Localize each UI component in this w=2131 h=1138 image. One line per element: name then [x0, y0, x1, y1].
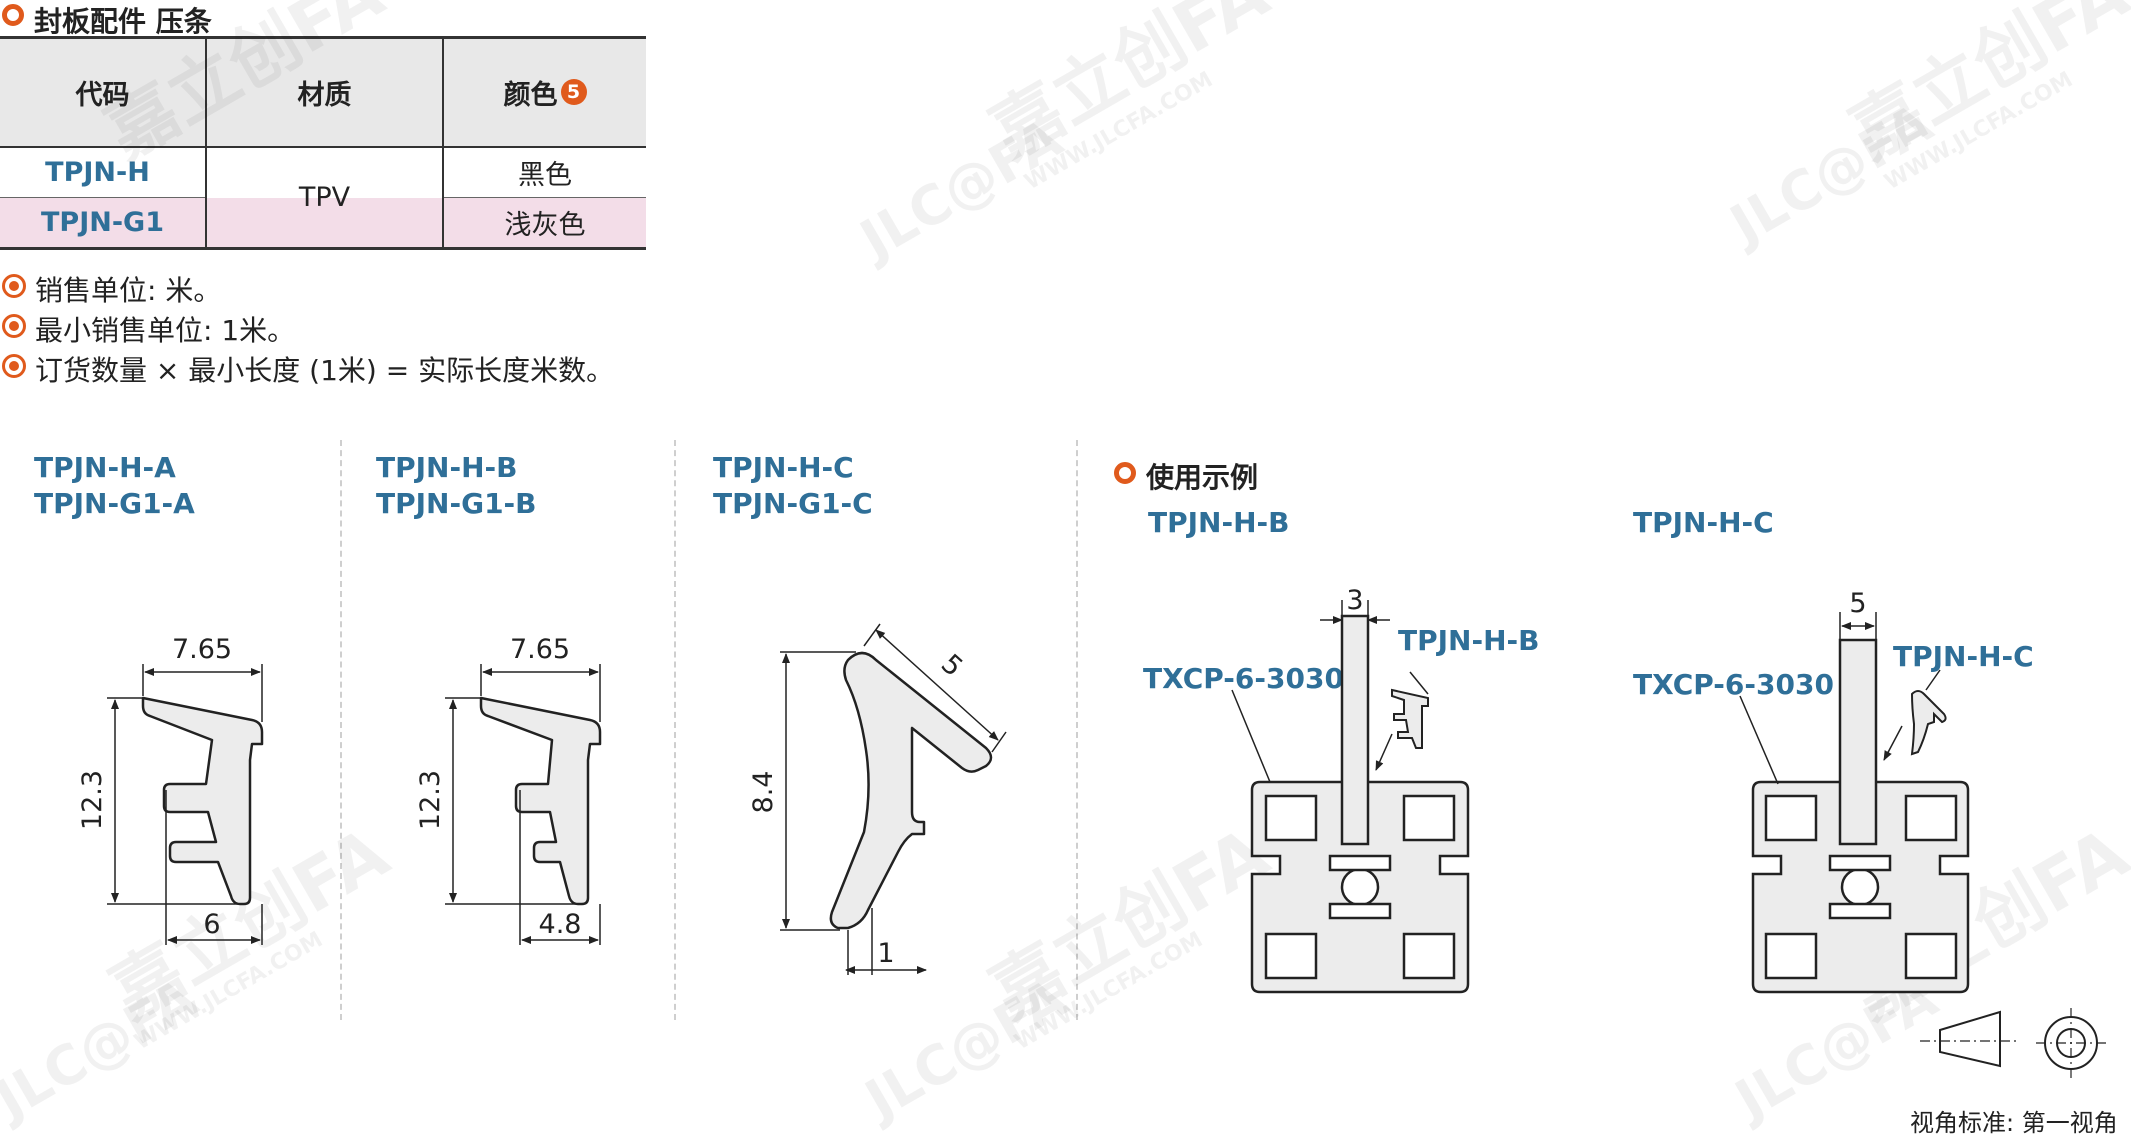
- dim-panel-width: 3: [1346, 585, 1363, 616]
- dim-edge: 5: [935, 648, 969, 683]
- watermark-text: 嘉立创FA: [1838, 0, 2131, 175]
- dim-base: 4.8: [539, 909, 582, 940]
- usage-example-1: 3: [1232, 585, 1468, 992]
- dim-width: 7.65: [172, 634, 232, 665]
- strip-profile-b: [481, 698, 600, 904]
- dim-height: 8.4: [748, 771, 779, 814]
- strip-profile-c: [831, 653, 991, 928]
- usage-example-2: 5: [1740, 588, 1968, 992]
- watermark-text: 嘉立创FA: [93, 0, 397, 175]
- dim-width: 7.65: [510, 634, 570, 665]
- strip-b-small: [1392, 690, 1428, 748]
- profile-a-drawing: 7.65 12.3 6: [77, 634, 262, 945]
- panel-plate: [1840, 640, 1876, 844]
- dim-height: 12.3: [415, 770, 446, 830]
- strip-c-small: [1912, 691, 1946, 754]
- first-angle-projection-icon: [1920, 1008, 2106, 1078]
- dim-base: 1: [877, 938, 894, 969]
- strip-profile-a: [143, 698, 262, 904]
- dim-height: 12.3: [77, 770, 108, 830]
- profile-b-drawing: 7.65 12.3 4.8: [415, 634, 600, 945]
- watermark-text: 嘉立创FA: [978, 812, 1282, 1035]
- dim-base: 6: [203, 909, 220, 940]
- watermark-text: 嘉立创FA: [978, 0, 1282, 175]
- dim-panel-width: 5: [1849, 588, 1866, 619]
- profile-c-drawing: 8.4 5 1: [748, 624, 1006, 975]
- panel-plate: [1342, 616, 1368, 844]
